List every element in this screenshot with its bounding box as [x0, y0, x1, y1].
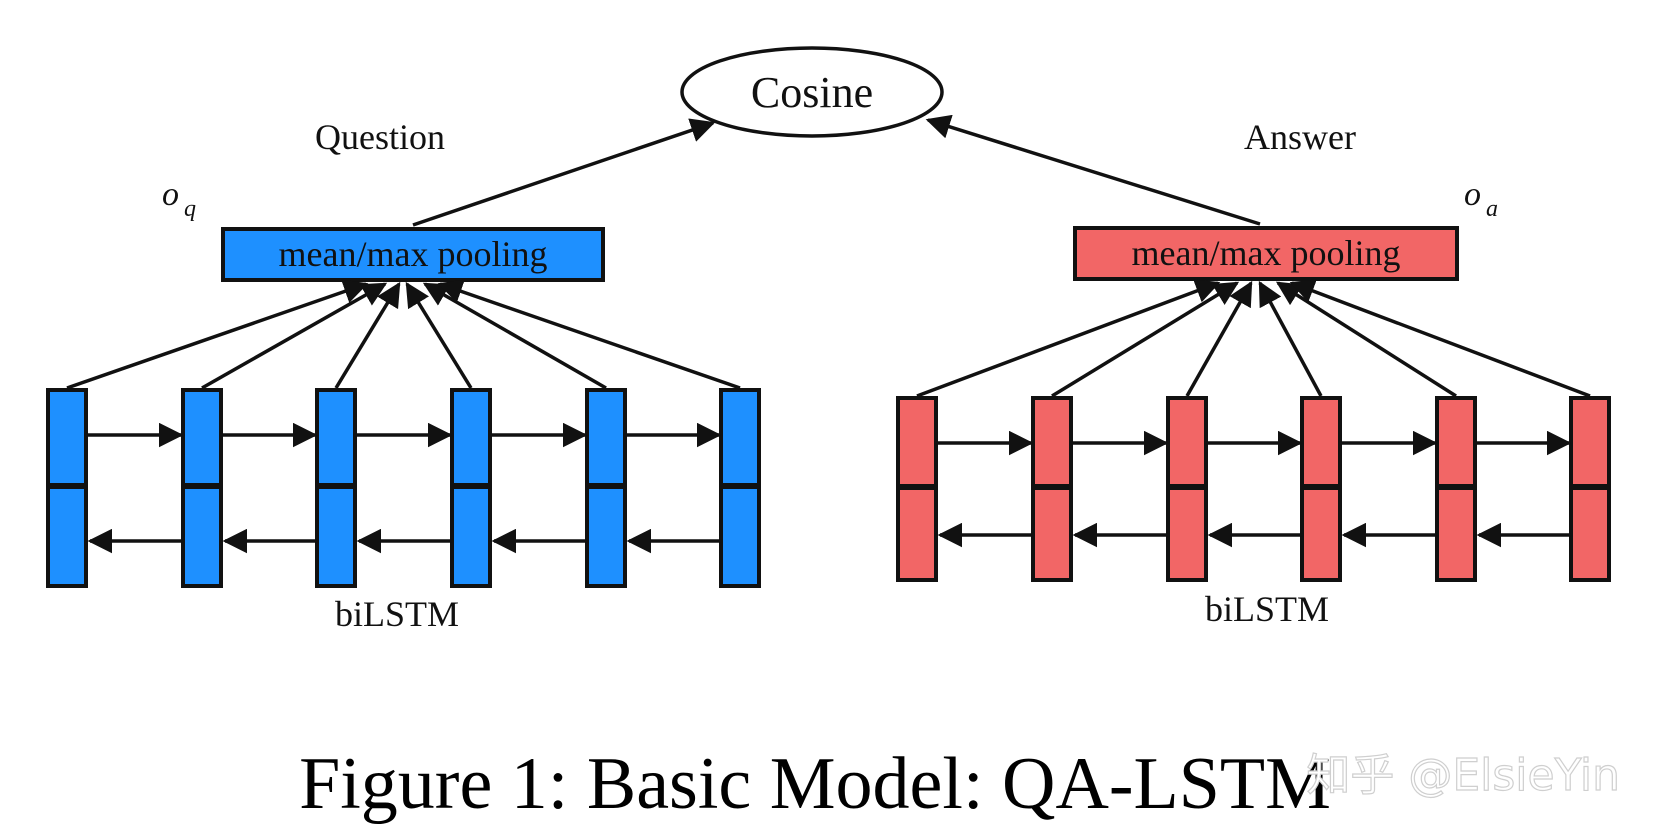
- cosine-node: Cosine: [680, 46, 944, 138]
- answer-bilstm: [896, 279, 1611, 582]
- answer-to-pooling-arrow-1: [916, 279, 1221, 398]
- watermark: 知乎 @ElsieYin: [1306, 750, 1620, 801]
- question-bilstm: [46, 279, 761, 588]
- answer-bilstm-label: biLSTM: [1205, 589, 1329, 629]
- question-to-cosine-arrow: [412, 118, 716, 227]
- answer-pooling-label: mean/max pooling: [1132, 233, 1401, 273]
- question-pooling-box: mean/max pooling: [221, 227, 605, 282]
- answer-label: Answer: [1244, 117, 1356, 157]
- question-pooling-label: mean/max pooling: [279, 234, 548, 274]
- oq-label: o q: [162, 176, 196, 222]
- question-bilstm-label: biLSTM: [335, 594, 459, 634]
- svg-text:o: o: [1464, 176, 1481, 213]
- question-to-pooling-arrow-1: [66, 279, 369, 390]
- answer-to-pooling-arrow-3: [1185, 280, 1253, 397]
- question-to-pooling-arrow-6: [437, 279, 741, 390]
- answer-to-pooling-arrow-6: [1289, 279, 1591, 398]
- answer-to-cosine-arrow: [925, 114, 1261, 226]
- svg-text:q: q: [184, 196, 196, 222]
- svg-text:o: o: [162, 176, 179, 213]
- cosine-label: Cosine: [751, 68, 873, 117]
- svg-text:a: a: [1486, 196, 1498, 222]
- question-to-pooling-arrow-3: [334, 281, 401, 389]
- question-to-pooling-arrow-5: [422, 282, 607, 390]
- question-label: Question: [315, 117, 445, 157]
- question-to-pooling-arrow-4: [405, 281, 473, 389]
- answer-to-pooling-arrow-4: [1258, 280, 1323, 397]
- figure-caption: Figure 1: Basic Model: QA-LSTM: [299, 743, 1331, 825]
- answer-pooling-box: mean/max pooling: [1073, 226, 1459, 281]
- answer-to-pooling-arrow-2: [1051, 281, 1240, 398]
- oa-label: o a: [1464, 176, 1498, 222]
- question-to-pooling-arrow-2: [201, 282, 388, 390]
- answer-to-pooling-arrow-5: [1275, 281, 1457, 398]
